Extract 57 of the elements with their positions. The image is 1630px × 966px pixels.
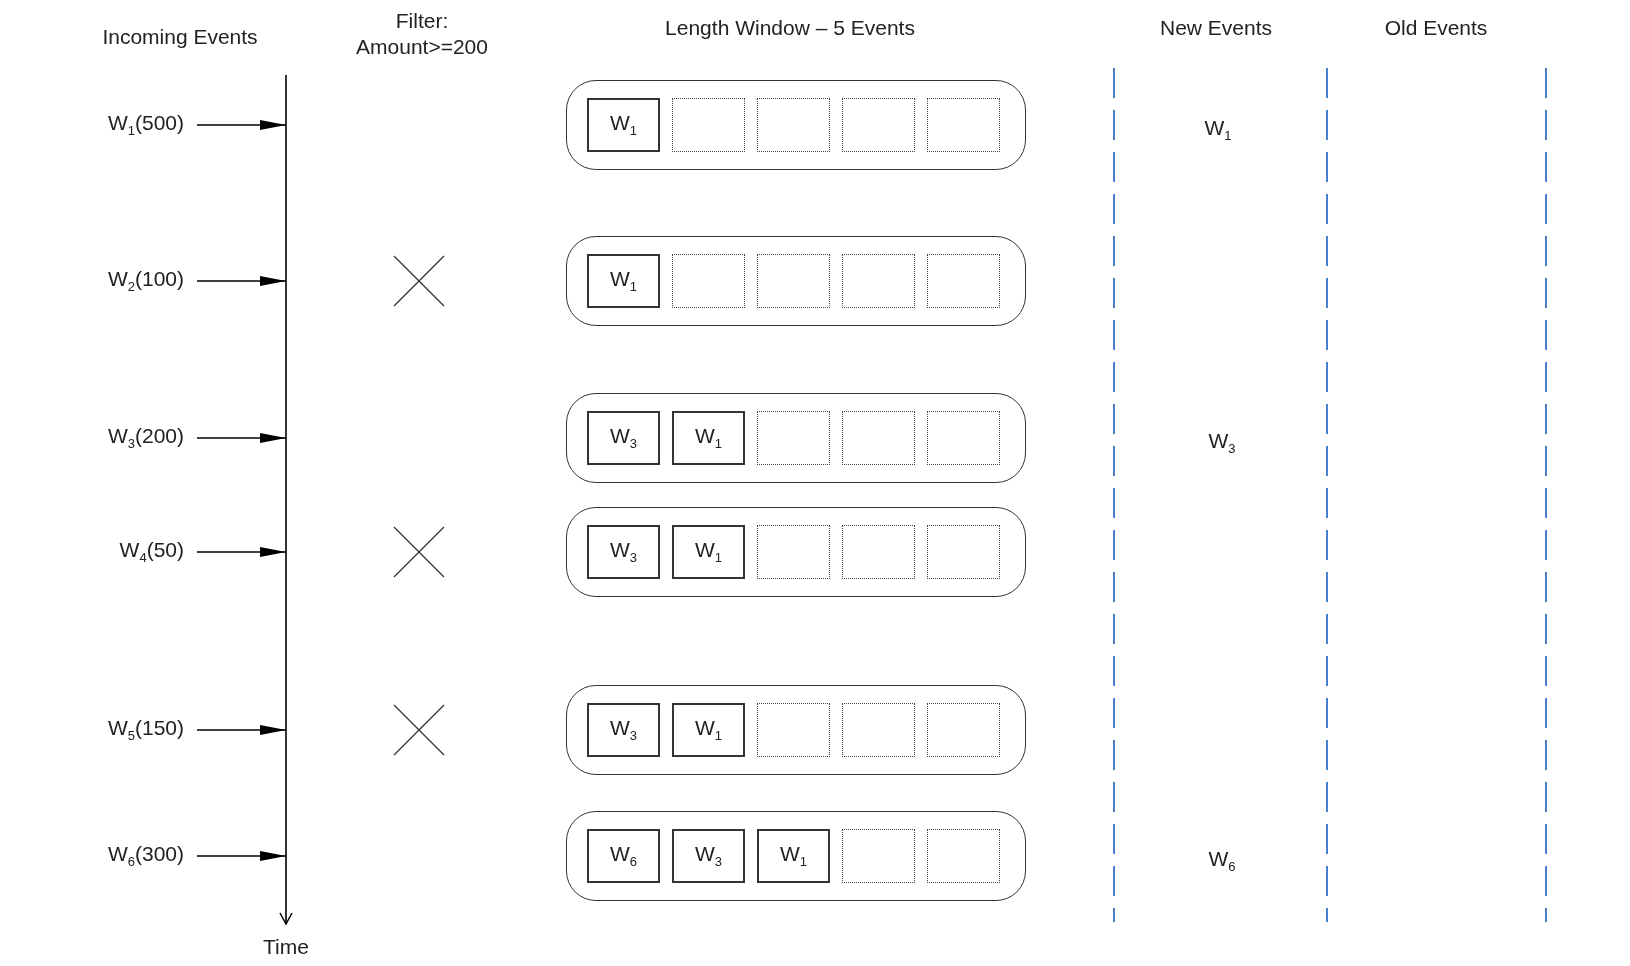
empty-slot <box>927 703 1000 757</box>
arrow <box>196 276 287 286</box>
event-label: W$_{3}$(200) <box>107 423 184 458</box>
window-box <box>566 80 1026 170</box>
event-slot: W$_{1}$ <box>587 98 660 152</box>
empty-slot <box>842 829 915 883</box>
event-slot: W$_{1}$ <box>587 254 660 308</box>
window-box <box>566 811 1026 901</box>
event-label: W$_{6}$(300) <box>107 841 184 876</box>
empty-slot <box>842 525 915 579</box>
window-box <box>566 393 1026 483</box>
event-slot: W$_{3}$ <box>587 411 660 465</box>
empty-slot <box>842 254 915 308</box>
column-header: Old Events <box>1383 15 1489 41</box>
column-header: Filter: Amount>=200 <box>355 8 489 60</box>
event-slot: W$_{1}$ <box>672 411 745 465</box>
axis-label: Time <box>262 934 310 960</box>
window-box <box>566 507 1026 597</box>
arrow <box>196 725 287 735</box>
window-box <box>566 685 1026 775</box>
column-header: Incoming Events <box>101 24 259 50</box>
empty-slot <box>757 98 830 152</box>
empty-slot <box>672 254 745 308</box>
empty-slot <box>842 411 915 465</box>
empty-slot <box>757 411 830 465</box>
empty-slot <box>927 254 1000 308</box>
event-label: W$_{4}$(50) <box>119 537 184 572</box>
empty-slot <box>842 98 915 152</box>
event-label: W$_{5}$(150) <box>107 715 184 750</box>
arrow <box>196 120 287 130</box>
event-slot: W$_{3}$ <box>587 525 660 579</box>
empty-slot <box>842 703 915 757</box>
empty-slot <box>757 254 830 308</box>
empty-slot <box>672 98 745 152</box>
empty-slot <box>757 525 830 579</box>
column-header: Length Window – 5 Events <box>664 15 916 41</box>
arrow <box>196 433 287 443</box>
column-header: New Events <box>1158 15 1273 41</box>
arrow <box>196 547 287 557</box>
event-label: W$_{1}$(500) <box>107 110 184 145</box>
event-label: W$_{2}$(100) <box>107 266 184 301</box>
event-slot: W$_{1}$ <box>757 829 830 883</box>
event-slot: W$_{3}$ <box>672 829 745 883</box>
event-slot: W$_{1}$ <box>672 525 745 579</box>
empty-slot <box>927 411 1000 465</box>
empty-slot <box>757 703 830 757</box>
empty-slot <box>927 525 1000 579</box>
event-slot: W$_{1}$ <box>672 703 745 757</box>
new-event-label: W$_{6}$ <box>1207 846 1237 877</box>
new-event-label: W$_{1}$ <box>1203 115 1233 146</box>
event-slot: W$_{6}$ <box>587 829 660 883</box>
new-event-label: W$_{3}$ <box>1207 428 1237 459</box>
empty-slot <box>927 829 1000 883</box>
empty-slot <box>927 98 1000 152</box>
event-slot: W$_{3}$ <box>587 703 660 757</box>
arrow <box>196 851 287 861</box>
window-box <box>566 236 1026 326</box>
